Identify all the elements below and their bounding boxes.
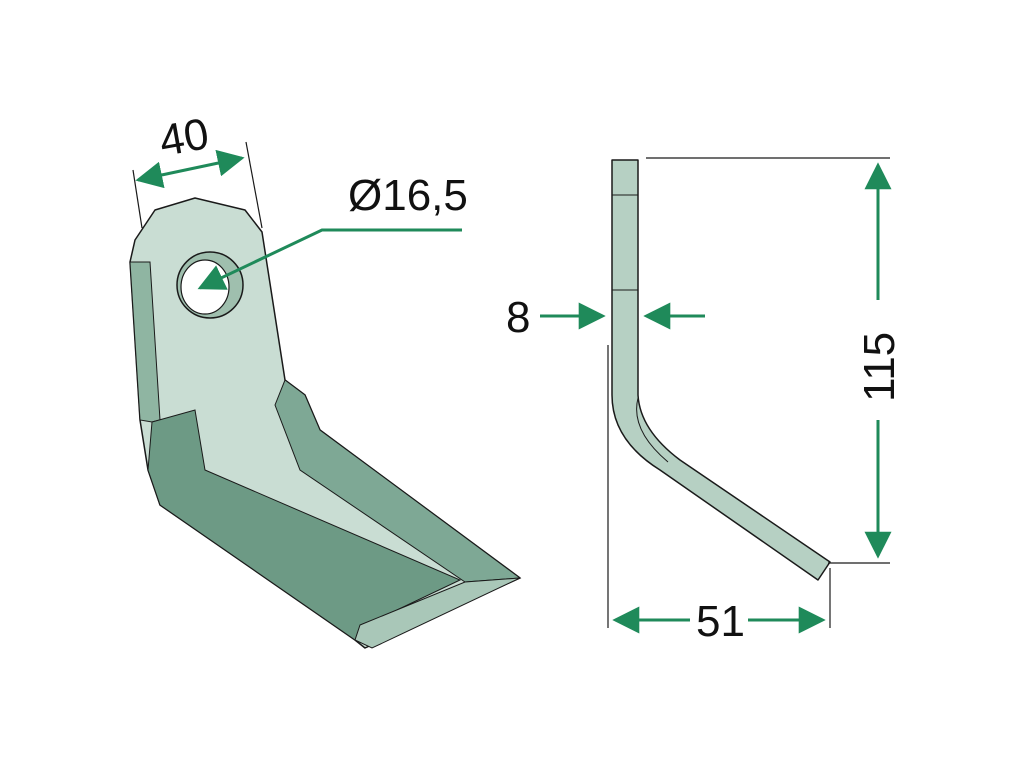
thickness-label: 8: [506, 293, 530, 342]
blade-right-bevel: [274, 379, 522, 583]
hole-diameter-label: Ø16,5: [348, 171, 468, 220]
blade-cutting-edge: [354, 577, 521, 649]
side-view-blade: [611, 159, 831, 581]
side-profile: [611, 159, 831, 581]
hole-diameter-dimension: Ø16,5: [197, 171, 468, 290]
thickness-dimension: 8: [506, 293, 705, 342]
width-label: 40: [156, 109, 213, 166]
front-view-blade: [129, 197, 522, 649]
height-label: 115: [855, 332, 904, 402]
depth-dimension: 51: [607, 345, 831, 646]
depth-label: 51: [696, 597, 745, 646]
width-dimension: 40: [132, 109, 263, 229]
height-dimension: 115: [646, 157, 904, 564]
